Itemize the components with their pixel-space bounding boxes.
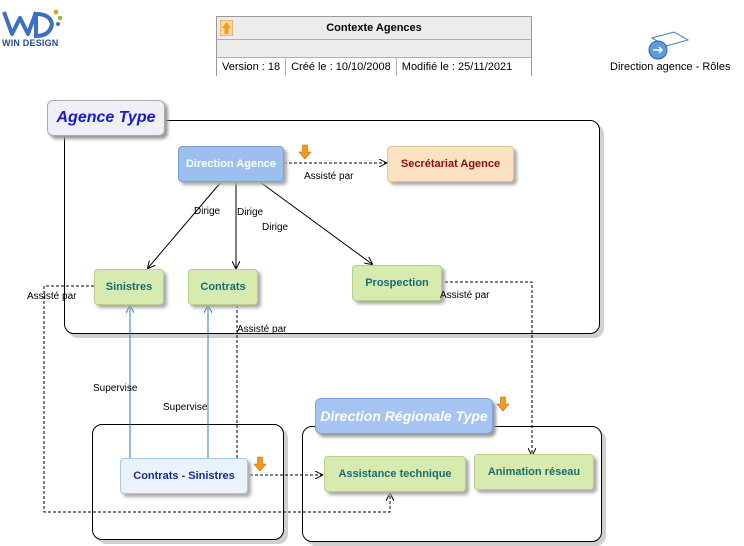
node-direction-agence[interactable]: Direction Agence — [178, 146, 284, 182]
label-supervise-contrats: Supervise — [163, 402, 208, 413]
label-supervise-sinistres: Supervise — [93, 383, 138, 394]
modified-label: Modifié le : 25/11/2021 — [401, 61, 513, 73]
link-dirige-sinistres — [148, 181, 222, 268]
link-assiste-sinistres — [43, 285, 390, 513]
label-assiste-prospection: Assisté par — [440, 290, 490, 301]
label-assiste-contrats: Assisté par — [237, 324, 287, 335]
node-assistance-technique[interactable]: Assistance technique — [324, 456, 466, 492]
logo-text: WIN DESIGN — [2, 38, 59, 48]
direction-regionale-title[interactable]: Direction Régionale Type — [315, 398, 493, 434]
header-spacer — [217, 39, 531, 58]
legend-label: Direction agence - Rôles — [610, 61, 731, 73]
arrow-down-icon[interactable] — [253, 456, 267, 472]
link-assiste-prospection — [440, 281, 532, 455]
created-label: Créé le : 10/10/2008 — [286, 58, 397, 76]
diagram-title: Contexte Agences — [217, 17, 531, 40]
label-dirige-prospection: Dirige — [262, 222, 289, 233]
node-contrats-sinistres[interactable]: Contrats - Sinistres — [120, 458, 248, 494]
arrow-down-icon[interactable] — [298, 144, 312, 160]
arrow-up-icon — [220, 20, 233, 36]
label-assiste-secretariat: Assisté par — [304, 171, 354, 182]
role-legend-icon[interactable] — [646, 28, 690, 62]
node-animation-reseau[interactable]: Animation réseau — [474, 454, 594, 490]
arrow-down-icon[interactable] — [496, 396, 510, 412]
agence-type-title[interactable]: Agence Type — [47, 100, 165, 136]
node-prospection[interactable]: Prospection — [352, 265, 442, 301]
label-dirige-contrats: Dirige — [237, 207, 264, 218]
diagram-header: Contexte Agences Version : 18 Créé le : … — [216, 16, 532, 76]
node-secretariat-agence[interactable]: Secrétariat Agence — [387, 146, 514, 182]
node-sinistres[interactable]: Sinistres — [94, 269, 164, 305]
label-dirige-sinistres: Dirige — [194, 206, 221, 217]
version-label: Version : 18 — [217, 58, 287, 76]
label-assiste-sinistres: Assisté par — [27, 291, 77, 302]
node-contrats[interactable]: Contrats — [188, 269, 258, 305]
link-dirige-prospection — [259, 181, 372, 264]
header-meta: Version : 18 Créé le : 10/10/2008 Modifi… — [217, 58, 531, 76]
windesign-logo-icon — [2, 9, 63, 39]
